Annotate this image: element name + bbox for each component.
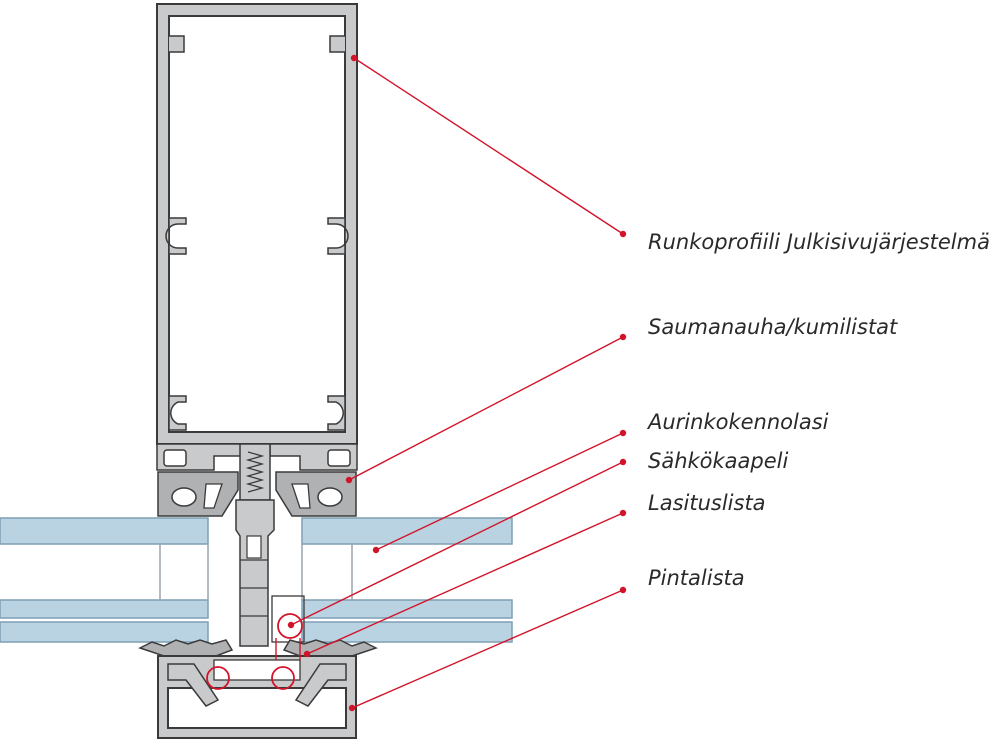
leader-solar-glass-end xyxy=(619,429,627,437)
label-gasket: Saumanauha/kumilistat xyxy=(648,315,898,339)
cable-route xyxy=(275,638,301,660)
label-cable: Sähkökaapeli xyxy=(648,449,789,473)
cover-strip xyxy=(157,655,357,739)
label-cover-strip: Pintalista xyxy=(648,566,745,590)
central-fin xyxy=(235,443,305,647)
leader-lines xyxy=(287,54,627,712)
leader-frame-profile xyxy=(353,57,624,235)
leader-glazing-strip xyxy=(306,512,624,655)
bottom-channel-left xyxy=(163,449,187,467)
cover-inner-channel xyxy=(213,659,301,681)
fin-inner-slot xyxy=(246,535,262,559)
leader-gasket-end xyxy=(619,333,627,341)
gasket-hole-left xyxy=(171,487,197,507)
leader-cable-end xyxy=(619,458,627,466)
labels: Runkoprofiili Julkisivujärjestelmä Sauma… xyxy=(646,230,990,590)
gaskets xyxy=(157,471,357,517)
bottom-channel-right xyxy=(327,449,351,467)
label-frame-profile: Runkoprofiili Julkisivujärjestelmä xyxy=(648,230,990,254)
leader-glazing-strip-end xyxy=(619,509,627,517)
leader-cable-start xyxy=(287,621,295,629)
fin-body xyxy=(235,499,275,647)
cable-markers xyxy=(206,613,303,690)
leader-solar-glass xyxy=(375,432,624,551)
leader-gasket-start xyxy=(345,476,353,484)
frame-outer-wall xyxy=(156,3,358,445)
leader-glazing-strip-start xyxy=(303,650,311,658)
cover-clip-right xyxy=(294,663,347,707)
frame-profile xyxy=(156,3,358,471)
leader-gasket xyxy=(348,336,624,481)
label-solar-glass: Aurinkokennolasi xyxy=(646,410,829,434)
cable-marker-lower-right xyxy=(271,666,295,690)
leader-solar-glass-start xyxy=(372,546,380,554)
gasket-slot-right xyxy=(291,483,311,509)
frame-notch-tl xyxy=(169,35,185,53)
glass-top-left xyxy=(0,517,209,545)
screw-thread xyxy=(245,451,265,493)
glass-mid-left xyxy=(0,599,209,619)
leader-frame-profile-end xyxy=(619,230,627,238)
cable-marker-upper xyxy=(277,613,303,639)
glass-bottom-right xyxy=(301,621,513,643)
leader-cover-strip xyxy=(351,589,624,709)
leader-frame-profile-start xyxy=(350,54,358,62)
glass-top-right xyxy=(301,517,513,545)
screw-port-left-low xyxy=(168,395,187,431)
leader-cover-strip-start xyxy=(348,704,356,712)
glass-bottom-left xyxy=(0,621,209,643)
cable-marker-lower-left xyxy=(206,666,230,690)
gasket-right xyxy=(275,471,357,517)
frame-notch-tr xyxy=(329,35,345,53)
screw-port-right-mid xyxy=(327,217,349,255)
leader-cable xyxy=(290,461,624,626)
gasket-hole-right xyxy=(317,487,343,507)
screw-boss xyxy=(239,443,271,501)
screw-port-right-low xyxy=(327,395,346,431)
leader-cover-strip-end xyxy=(619,586,627,594)
gasket-left xyxy=(157,471,239,517)
cover-clip-left xyxy=(167,663,220,707)
gasket-slot-left xyxy=(203,483,223,509)
label-glazing-strip: Lasituslista xyxy=(648,491,766,515)
screw-port-left-mid xyxy=(165,217,187,255)
